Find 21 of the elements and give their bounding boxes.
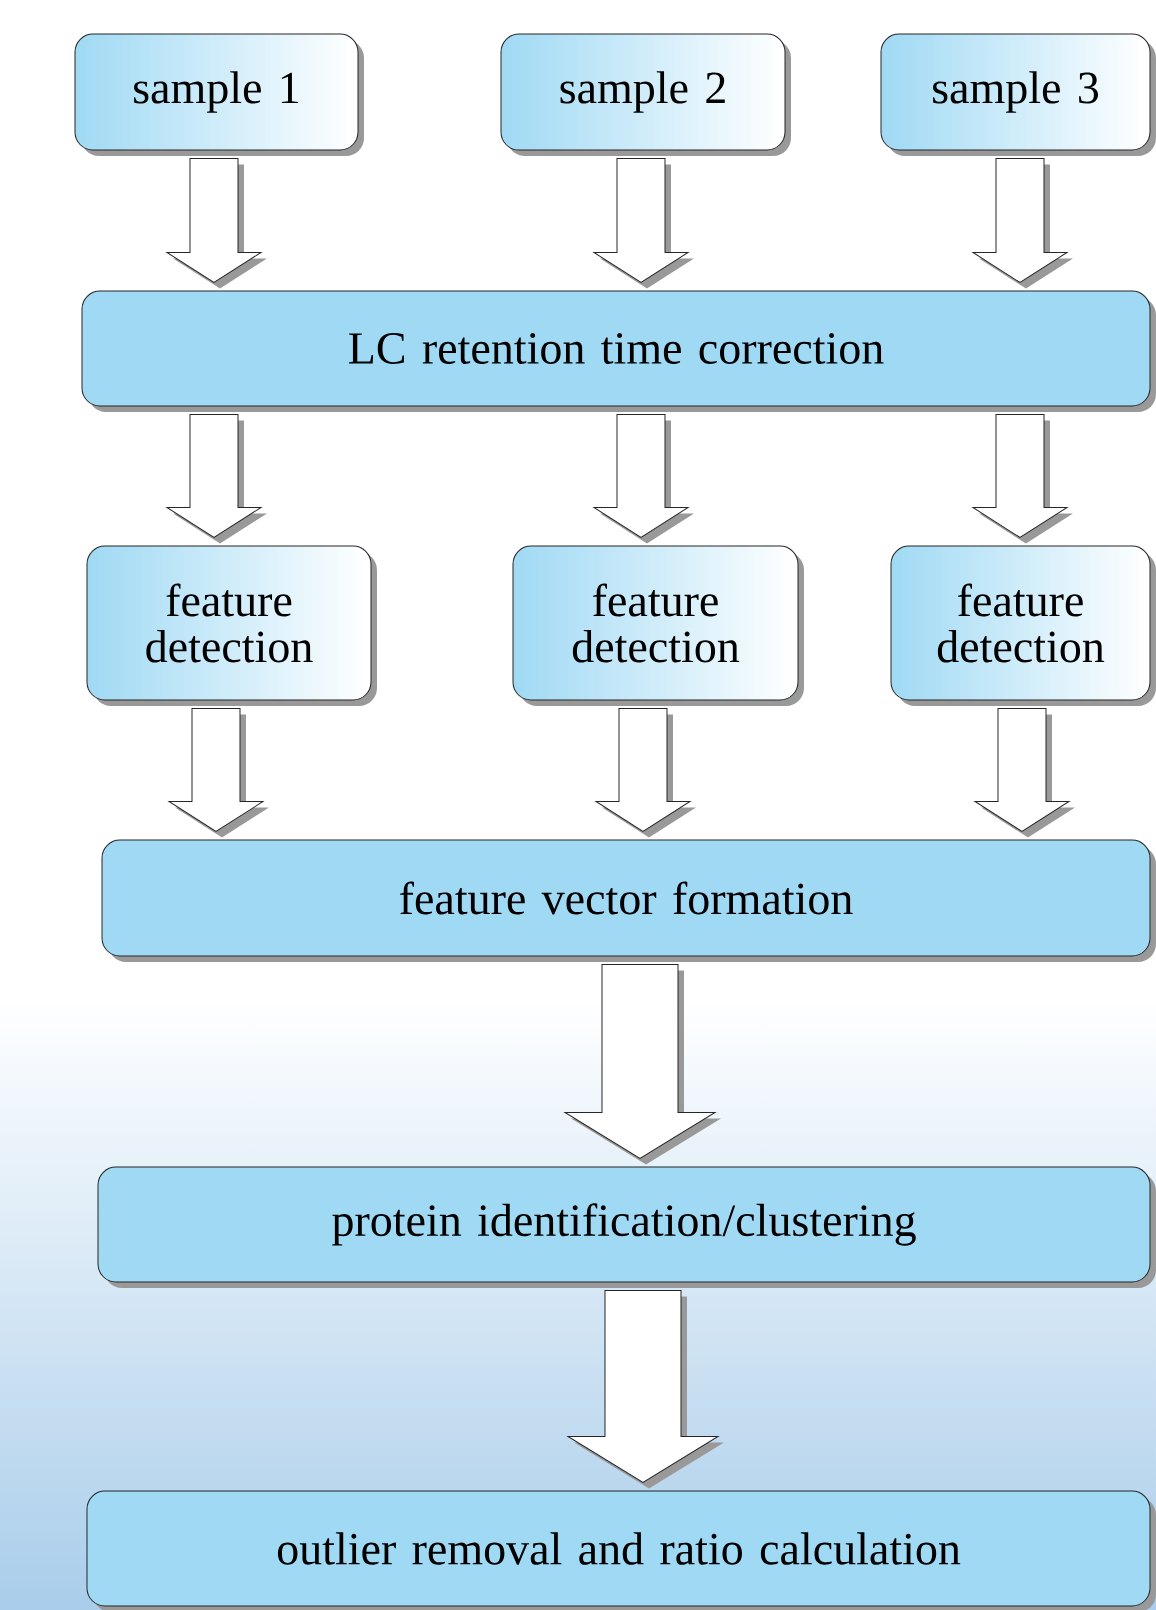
process-box: sample 1: [74, 33, 364, 156]
block-arrow: [567, 1290, 724, 1489]
block-arrow: [595, 708, 696, 838]
process-band: feature vector formation: [101, 839, 1156, 962]
process-box: sample 2: [500, 33, 791, 156]
process-box: feature detection: [890, 545, 1156, 706]
block-arrow: [974, 708, 1075, 838]
process-box: feature detection: [86, 545, 377, 706]
block-arrow: [593, 414, 694, 544]
block-arrow: [564, 964, 721, 1165]
block-arrow: [972, 414, 1073, 544]
block-arrow: [166, 158, 267, 289]
block-arrow: [166, 414, 267, 544]
process-band: outlier removal and ratio calculation: [86, 1490, 1156, 1610]
block-arrow: [972, 158, 1073, 289]
process-box: feature detection: [512, 545, 804, 706]
block-arrow: [593, 158, 694, 289]
process-box: sample 3: [880, 33, 1156, 156]
process-band: protein identification/clustering: [97, 1166, 1156, 1288]
process-band: LC retention time correction: [81, 290, 1156, 412]
block-arrow: [168, 708, 269, 838]
